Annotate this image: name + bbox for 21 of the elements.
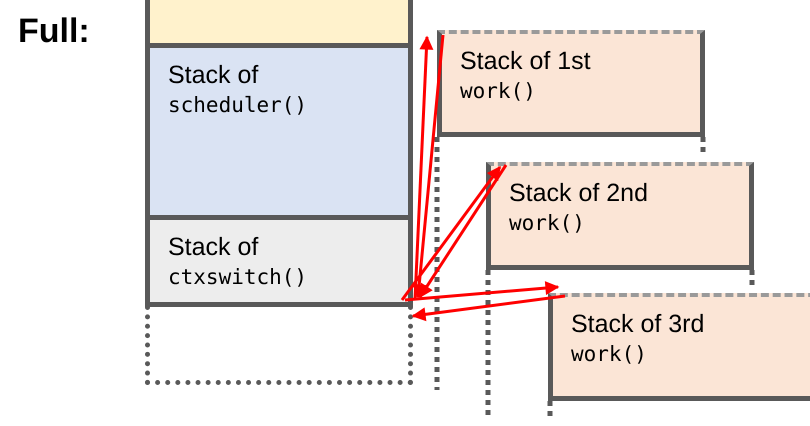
- arrow: [400, 166, 502, 301]
- stack-label: Stack of 3rd: [571, 309, 704, 339]
- arrow: [412, 34, 444, 298]
- arrow: [418, 164, 508, 298]
- arrow: [412, 294, 566, 322]
- empty-box: [145, 305, 413, 385]
- arrow: [404, 281, 560, 302]
- work-stack-box: [437, 30, 705, 137]
- heading-label: Full:: [18, 12, 90, 51]
- work-stack-box: [548, 293, 810, 401]
- stack-label: Stack of 2nd: [509, 178, 648, 208]
- function-name: work(): [571, 341, 647, 368]
- arrow: [414, 36, 434, 300]
- stack-label: Stack of 1st: [460, 46, 591, 76]
- function-name: scheduler(): [168, 92, 308, 119]
- function-name: work(): [509, 210, 585, 237]
- stack-label: Stack of: [168, 60, 258, 90]
- work-stack-box: [486, 162, 754, 270]
- function-name: ctxswitch(): [168, 264, 308, 291]
- stack-label: Stack of: [168, 232, 258, 262]
- function-name: work(): [460, 78, 536, 105]
